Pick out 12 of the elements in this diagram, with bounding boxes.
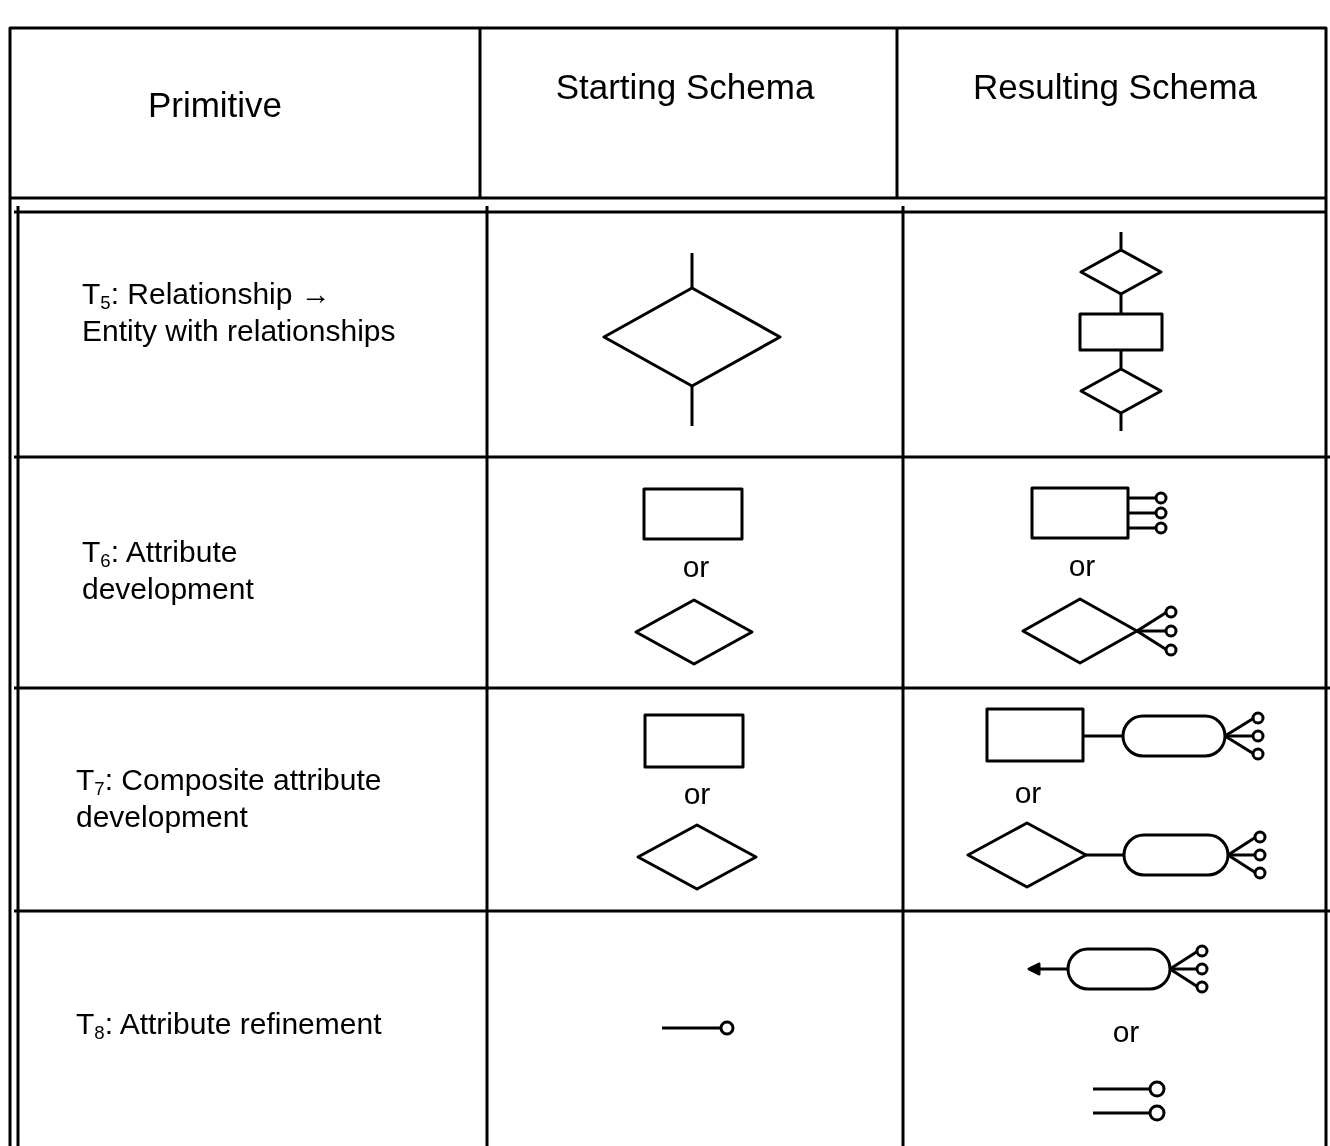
column-header: Primitive [146,84,284,126]
primitive-name: T$_{7}$: Composite attribute development [76,762,383,835]
or-separator: or [681,549,711,585]
column-header: Starting Schema [554,66,816,108]
or-separator: or [1013,775,1043,811]
column-header: Resulting Schema [971,66,1258,108]
or-separator: or [1111,1014,1141,1050]
primitive-name: T$_{6}$: Attribute development [82,534,255,607]
primitive-name: T$_{5}$: Relationship → Entity with relationships [82,276,397,349]
or-separator: or [1067,548,1097,584]
or-separator: or [682,776,712,812]
primitive-name: T$_{8}$: Attribute refinement [76,1006,383,1043]
